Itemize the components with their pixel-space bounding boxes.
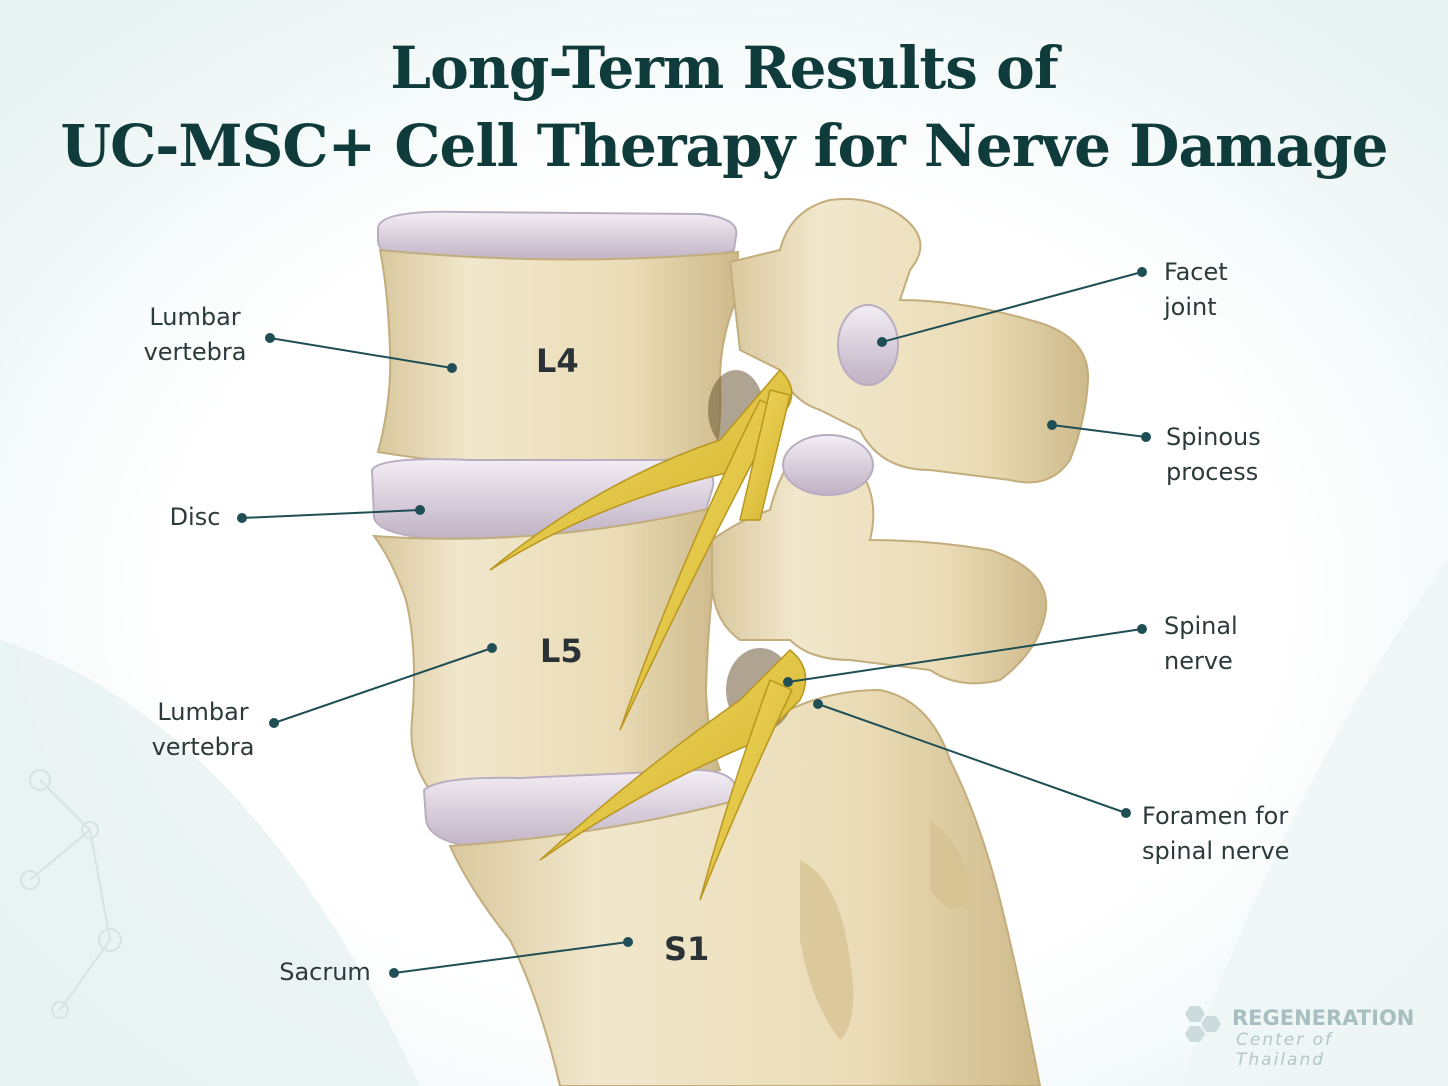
vertebra-l5-posterior [711,434,1048,685]
title-line-1: Long-Term Results of [390,34,1058,102]
label-lumbar-vertebra-top: Lumbar vertebra [120,300,270,370]
label-foramen: Foramen for spinal nerve [1142,799,1289,869]
vertebra-label-l4: L4 [536,342,579,380]
label-text: Lumbar [149,303,241,331]
label-lumbar-vertebra-bottom: Lumbar vertebra [128,695,278,765]
label-text: joint [1164,293,1217,321]
label-text: Spinous [1166,423,1261,451]
label-text: Foramen for [1142,802,1289,830]
facet-joint-shape [837,304,899,386]
brand-subtitle: Center of Thailand [1236,1030,1334,1070]
molecule-decoration [20,769,122,1019]
label-spinal-nerve: Spinal nerve [1164,609,1238,679]
label-text: vertebra [143,338,247,366]
label-text: spinal nerve [1142,837,1290,865]
background-wave [0,640,420,1086]
title-line-2: UC-MSC+ Cell Therapy for Nerve Damage [60,112,1389,180]
label-facet-joint: Facet joint [1164,255,1228,325]
vertebra-l4-posterior [728,198,1090,484]
label-text: vertebra [151,733,255,761]
label-text: Lumbar [157,698,249,726]
background-wave-right [1180,560,1448,1086]
label-disc: Disc [169,503,221,531]
brand-logo-icon [1185,1006,1221,1042]
leader-lines [237,267,1151,978]
label-sacrum: Sacrum [279,958,371,986]
label-text: process [1166,458,1259,486]
vertebra-label-s1: S1 [664,930,710,968]
label-text: Spinal [1164,612,1238,640]
spinal-nerve-upper [489,368,793,731]
label-text: nerve [1164,647,1233,675]
vertebra-label-l5: L5 [540,632,583,670]
label-text: Facet [1164,258,1228,286]
brand-name: REGENERATION [1232,1006,1415,1030]
label-spinous-process: Spinous process [1166,420,1261,490]
spinal-nerve-lower [539,648,807,901]
brand-logo: REGENERATION Center of Thailand [1180,1002,1420,1070]
